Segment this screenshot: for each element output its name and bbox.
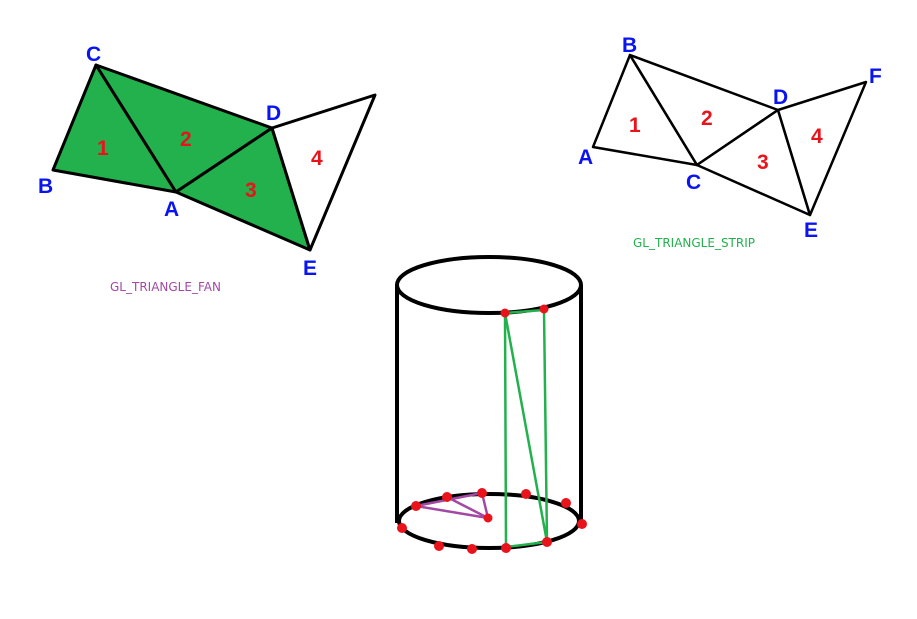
cylinder-vertex-point: [539, 304, 549, 314]
cylinder-vertex-point: [521, 489, 531, 499]
cylinder-vertex-point: [501, 543, 511, 553]
fan-triangle-number-1: 1: [97, 137, 109, 160]
fan-vertex-label-d: D: [266, 102, 281, 125]
triangle-fan-diagram: 1 2 3 4 C B A D E GL_TRIANGLE_FAN: [38, 43, 377, 294]
cylinder-top-ellipse: [395, 255, 583, 315]
cylinder-vertex-point: [434, 541, 444, 551]
fan-triangle-4: [270, 93, 377, 252]
fan-triangle-number-2: 2: [180, 128, 192, 151]
fan-vertex-label-b: B: [38, 175, 53, 198]
cylinder-vertex-point: [477, 488, 487, 498]
strip-triangle-number-4: 4: [811, 125, 823, 148]
cylinder-vertex-point: [397, 523, 407, 533]
cylinder-diagram: [395, 255, 587, 554]
strip-caption: GL_TRIANGLE_STRIP: [633, 236, 755, 250]
strip-triangle-number-3: 3: [757, 151, 769, 174]
fan-vertex-label-e: E: [303, 257, 317, 280]
fan-triangle-number-4: 4: [311, 147, 323, 170]
cylinder-vertex-point: [483, 513, 493, 523]
fan-vertex-label-a: A: [164, 198, 179, 221]
cylinder-vertex-point: [542, 537, 552, 547]
fan-vertex-label-c: C: [86, 43, 101, 66]
strip-triangle-4: [776, 80, 868, 217]
cylinder-vertex-point: [500, 308, 510, 318]
strip-vertex-label-f: F: [869, 65, 882, 88]
cylinder-vertex-point: [442, 492, 452, 502]
strip-vertex-label-a: A: [578, 146, 593, 169]
cylinder-strip-diagonal: [503, 312, 549, 543]
strip-vertex-label-e: E: [804, 219, 818, 242]
strip-triangle-number-1: 1: [629, 114, 641, 137]
cylinder-fan-inner-edge: [446, 495, 489, 520]
triangle-strip-diagram: 1 2 3 4 A B C D E F GL_TRIANGLE_STRIP: [578, 34, 882, 250]
fan-triangle-number-3: 3: [245, 179, 257, 202]
cylinder-vertex-points: [397, 304, 587, 554]
strip-triangle-number-2: 2: [701, 107, 713, 130]
fan-caption: GL_TRIANGLE_FAN: [110, 280, 221, 294]
cylinder-vertex-point: [577, 519, 587, 529]
strip-vertex-label-d: D: [773, 86, 788, 109]
strip-vertex-label-b: B: [622, 34, 637, 57]
cylinder-vertex-point: [467, 544, 477, 554]
strip-vertex-label-c: C: [686, 171, 701, 194]
cylinder-vertex-point: [561, 498, 571, 508]
cylinder-vertex-point: [411, 501, 421, 511]
